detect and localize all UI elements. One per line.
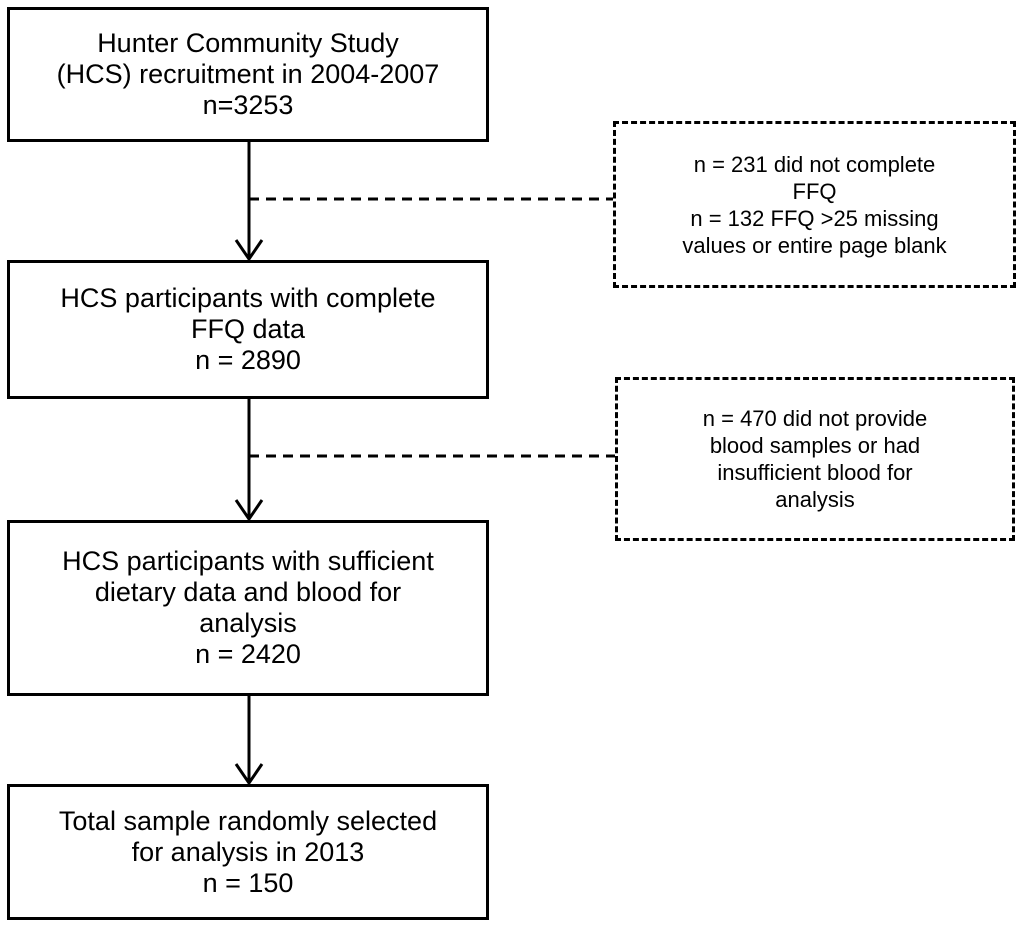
exclusion-text-line: n = 231 did not complete bbox=[693, 151, 936, 177]
step-box-complete-ffq: HCS participants with complete FFQ data … bbox=[7, 260, 489, 399]
step-text-line: analysis bbox=[199, 608, 297, 638]
step-text-line: HCS participants with complete bbox=[60, 283, 436, 313]
arrowhead-step3 bbox=[234, 499, 264, 522]
step-box-sufficient-data: HCS participants with sufficient dietary… bbox=[7, 520, 489, 696]
arrowhead-step4 bbox=[234, 763, 264, 786]
exclusion-box-blood: n = 470 did not provide blood samples or… bbox=[615, 377, 1015, 541]
step-box-final-sample: Total sample randomly selected for analy… bbox=[7, 784, 489, 920]
exclusion-text-line: insufficient blood for bbox=[717, 460, 913, 485]
exclusion-text-line: analysis bbox=[775, 487, 855, 512]
step-text-line: HCS participants with sufficient bbox=[62, 546, 434, 576]
step-text-line: n = 2420 bbox=[195, 639, 301, 669]
exclusion-text-line: values or entire page blank bbox=[682, 232, 947, 258]
step-text-line: (HCS) recruitment in 2004-2007 bbox=[56, 59, 440, 89]
step-text-line: n=3253 bbox=[202, 90, 294, 120]
step-text-line: FFQ data bbox=[190, 314, 306, 344]
step-text-line: Hunter Community Study bbox=[97, 28, 399, 58]
exclusion-text-line: n = 470 did not provide bbox=[702, 406, 928, 431]
step-text-line: Total sample randomly selected bbox=[58, 805, 438, 836]
step-text-line: n = 150 bbox=[202, 867, 294, 898]
exclusion-text-line: n = 132 FFQ >25 missing bbox=[690, 205, 939, 231]
exclusion-text-line: FFQ bbox=[792, 178, 837, 204]
step-text-line: n = 2890 bbox=[195, 345, 301, 375]
exclusion-box-ffq: n = 231 did not complete FFQ n = 132 FFQ… bbox=[613, 121, 1016, 288]
exclusion-text-line: blood samples or had bbox=[709, 433, 921, 458]
step-text-line: dietary data and blood for bbox=[94, 577, 402, 607]
step-box-recruitment: Hunter Community Study (HCS) recruitment… bbox=[7, 7, 489, 142]
step-text-line: for analysis in 2013 bbox=[131, 836, 365, 867]
arrowhead-step2 bbox=[234, 239, 264, 262]
